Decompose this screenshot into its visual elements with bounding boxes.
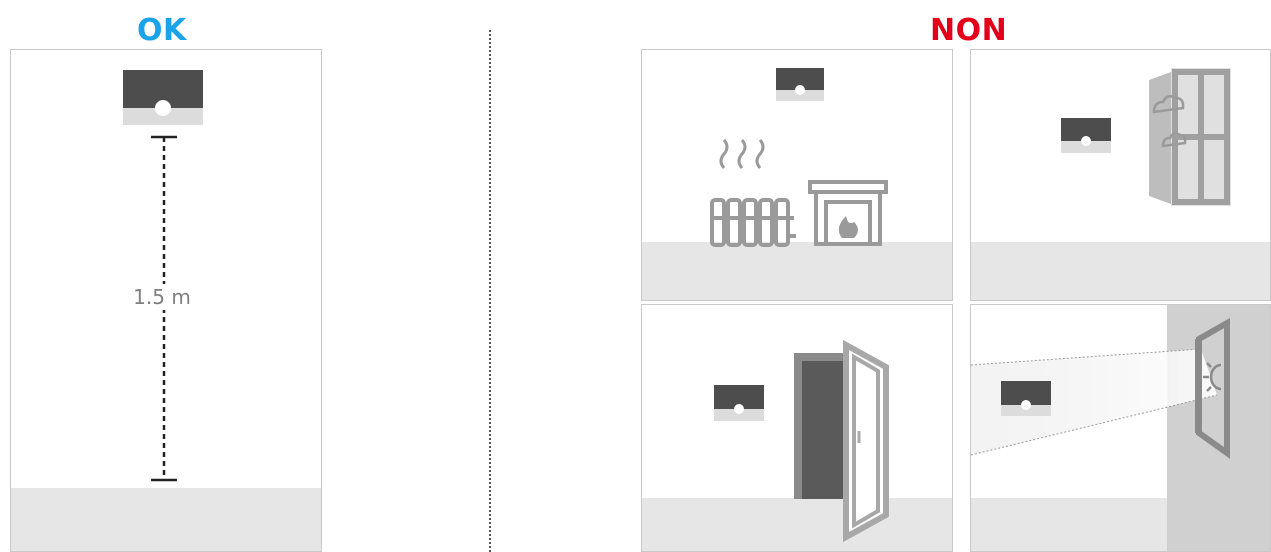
non-panel-sunlight bbox=[970, 304, 1271, 552]
sunlight-scene bbox=[971, 305, 1271, 552]
non-heading: NON bbox=[930, 14, 1007, 48]
heat-waves-icon bbox=[721, 140, 763, 168]
window-icon bbox=[1149, 68, 1231, 206]
distance-label: 1.5 m bbox=[128, 284, 196, 310]
radiator-icon bbox=[710, 200, 796, 245]
thermostat-icon bbox=[123, 70, 203, 125]
section-divider bbox=[489, 30, 491, 552]
non-panel-heat-sources bbox=[641, 49, 953, 301]
floor bbox=[11, 488, 322, 552]
floor bbox=[642, 498, 953, 552]
window-scene bbox=[971, 50, 1271, 301]
non-panel-window bbox=[970, 49, 1271, 301]
ok-heading: OK bbox=[137, 14, 187, 48]
thermostat-icon bbox=[1001, 381, 1051, 416]
door-scene bbox=[642, 305, 953, 552]
floor bbox=[642, 242, 953, 301]
floor bbox=[971, 242, 1271, 301]
non-panel-door bbox=[641, 304, 953, 552]
fireplace-icon bbox=[810, 182, 886, 244]
heat-sources-scene bbox=[642, 50, 953, 301]
floor bbox=[971, 498, 1167, 552]
side-wall bbox=[1167, 305, 1271, 552]
thermostat-icon bbox=[714, 385, 764, 421]
thermostat-icon bbox=[1061, 118, 1111, 153]
thermostat-icon bbox=[776, 68, 824, 101]
